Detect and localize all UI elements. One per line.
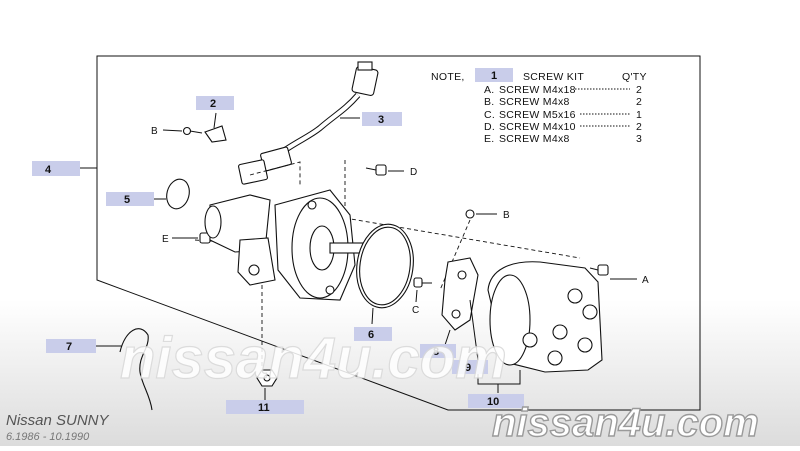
screw-d [365, 164, 387, 176]
callout-10: 10 [468, 394, 524, 408]
screw-letter-c: C [412, 305, 419, 316]
screw-b-left [182, 126, 203, 136]
svg-text:6: 6 [368, 329, 374, 341]
note-row-qty: 3 [636, 133, 642, 145]
footer-band [0, 300, 800, 446]
svg-text:5: 5 [124, 194, 130, 206]
dash-harness [249, 161, 301, 185]
note-row-qty: 2 [636, 96, 642, 108]
leader-9 [469, 299, 479, 361]
note-ref-box [475, 68, 513, 82]
svg-text:2: 2 [210, 98, 216, 110]
distributor-housing [204, 189, 371, 301]
note-qty-header: Q'TY [622, 71, 647, 83]
note-row: A. SCREW M4x18 2 [484, 84, 642, 96]
screw-b-right [465, 209, 475, 219]
rotor-part-8 [441, 257, 479, 331]
note-row: D. SCREW M4x10 2 [484, 121, 642, 133]
leader-8 [444, 329, 451, 346]
svg-text:4: 4 [45, 164, 52, 176]
callout-11: 11 [226, 400, 304, 414]
screw-a [589, 264, 609, 276]
svg-text:11: 11 [258, 402, 270, 414]
note-row-letter: D. [484, 121, 495, 133]
note-row-name: SCREW M4x8 [499, 133, 570, 145]
dash-axis [344, 217, 581, 259]
note-row-qty: 2 [636, 121, 642, 133]
callout-7: 7 [46, 339, 96, 353]
note-row-letter: C. [484, 109, 495, 121]
note-ref: 1 [491, 70, 497, 82]
svg-text:8: 8 [433, 346, 439, 358]
svg-text:9: 9 [465, 362, 471, 374]
leader-6 [371, 307, 374, 325]
screw-letter-b-right: B [503, 210, 510, 221]
svg-text:7: 7 [66, 341, 72, 353]
diagram-frame [96, 55, 701, 411]
note-row-letter: E. [484, 133, 495, 145]
note-row-name: SCREW M5x16 [499, 109, 576, 121]
screw-c [413, 277, 432, 288]
leader-b-left [162, 129, 183, 132]
watermark-bottom: nissan4u.com [492, 401, 759, 445]
note-row-qty: 2 [636, 84, 642, 96]
svg-text:3: 3 [378, 114, 384, 126]
callout-4: 4 [32, 161, 80, 176]
watermark-center: nissan4u.com [120, 326, 507, 391]
note-row-name: SCREW M4x8 [499, 96, 570, 108]
callout-8: 8 [420, 344, 456, 358]
note-row-letter: B. [484, 96, 495, 108]
clip-part-2 [204, 125, 227, 143]
note-prefix: NOTE, [431, 71, 465, 83]
note-row: B. SCREW M4x8 2 [484, 96, 642, 108]
footer-dates: 6.1986 - 10.1990 [6, 431, 90, 443]
nut-part-11 [256, 369, 278, 387]
note-row: E. SCREW M4x8 3 [484, 133, 642, 145]
o-ring-part-5 [166, 178, 190, 210]
note-row-name: SCREW M4x18 [499, 84, 576, 96]
gasket-part-6 [356, 223, 414, 309]
screw-letter-a: A [642, 275, 649, 286]
leader-c [415, 289, 418, 303]
screw-letter-d: D [410, 167, 417, 178]
callout-3: 3 [362, 112, 402, 126]
note-row: C. SCREW M5x16 1 [484, 109, 642, 121]
screw-letter-e: E [162, 234, 169, 245]
note-header: SCREW KIT [523, 71, 584, 83]
note-row-qty: 1 [636, 109, 642, 121]
svg-text:10: 10 [487, 396, 499, 408]
wire-part-7 [119, 328, 153, 411]
note-row-name: SCREW M4x10 [499, 121, 576, 133]
note-row-letter: A. [484, 84, 495, 96]
callout-6: 6 [354, 327, 392, 341]
callout-5: 5 [106, 192, 154, 206]
harness-part-3 [238, 61, 379, 185]
callout-2: 2 [196, 96, 234, 110]
screw-letter-b-left: B [151, 126, 158, 137]
callout-9: 9 [452, 360, 488, 374]
screw-kit-note: NOTE, 1 SCREW KIT Q'TY A. SCREW M4x18 2 … [431, 68, 647, 145]
leader-2 [213, 112, 217, 129]
footer-model: Nissan SUNNY [6, 412, 110, 429]
cap-part-10 [487, 261, 603, 373]
